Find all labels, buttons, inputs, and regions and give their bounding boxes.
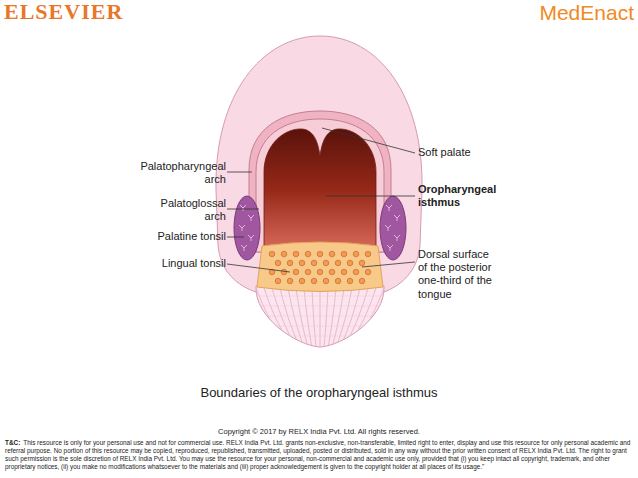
lingual-follicle [281, 269, 287, 275]
lingual-follicle [341, 269, 347, 275]
lingual-follicle [299, 278, 305, 284]
lingual-follicle [281, 251, 287, 257]
tongue-stripe [324, 288, 328, 348]
right-palatine-tonsil [380, 196, 406, 260]
left-palatine-tonsil [234, 196, 260, 260]
lingual-follicle [359, 278, 365, 284]
palatoglossal-arch-shape [256, 119, 384, 252]
part-name: Palatoglossal arch [146, 197, 226, 223]
lingual-follicle [329, 269, 335, 275]
lingual-follicle [287, 260, 293, 266]
lingual-follicle [335, 260, 341, 266]
lingual-follicle [269, 251, 275, 257]
lingual-follicle [305, 251, 311, 257]
part-name: Lingual tonsil [116, 257, 226, 270]
lingual-follicles [269, 251, 371, 284]
figure-caption: Boundaries of the oropharyngeal isthmus [0, 385, 638, 400]
lingual-follicle [311, 260, 317, 266]
tongue-stripe [328, 288, 336, 348]
tongue-stripe [272, 288, 296, 348]
lingual-follicle [275, 260, 281, 266]
soft-palate-shape [216, 36, 422, 292]
brand-logo: MedEnact [500, 1, 634, 24]
leader-line [227, 172, 252, 173]
lingual-follicle [353, 269, 359, 275]
tonsil-crypt [386, 205, 392, 211]
lingual-follicle [335, 278, 341, 284]
tongue-stripe [348, 288, 376, 348]
terms-heading: T&C: [5, 439, 20, 446]
tongue-stripe [304, 288, 312, 348]
part-name: Palatine tonsil [116, 230, 226, 243]
part-name: Soft palate [418, 146, 538, 159]
lingual-follicle [359, 260, 365, 266]
tonsil-crypt [241, 245, 247, 251]
tongue-stripe [240, 336, 400, 337]
tonsil-crypt [394, 235, 400, 241]
tongue-stripe [256, 288, 288, 348]
leader-line [227, 264, 290, 272]
tonsil-crypt [387, 245, 393, 251]
lingual-follicle [365, 269, 371, 275]
lingual-follicle [275, 278, 281, 284]
part-name: Dorsal surface of the posterior one-thir… [418, 248, 498, 301]
palatopharyngeal-arch-shape [249, 111, 391, 252]
tongue-stripe [332, 288, 344, 348]
tonsil-crypt [248, 215, 254, 221]
lingual-follicle [317, 269, 323, 275]
tonsil-crypt [394, 215, 400, 221]
tongue-stripe [240, 316, 400, 317]
lingual-follicle [353, 251, 359, 257]
lingual-follicle [305, 269, 311, 275]
tongue-stripe [240, 296, 400, 297]
leader-line [322, 128, 415, 153]
lingual-follicle [293, 269, 299, 275]
lingual-follicle [323, 260, 329, 266]
tonsil-crypt [248, 235, 254, 241]
tongue-stripe [240, 306, 400, 307]
lingual-follicle [323, 278, 329, 284]
tongue-stripe [352, 288, 384, 348]
part-name: Oropharyngeal isthmus [418, 183, 510, 209]
leader-line [326, 196, 415, 197]
lingual-follicle [365, 251, 371, 257]
tongue-stripe [240, 326, 400, 327]
tongue-stripes [240, 288, 400, 348]
lingual-follicle [293, 251, 299, 257]
lingual-follicle [347, 260, 353, 266]
terms-text: This resource is only for your personal … [5, 439, 630, 470]
terms-block: T&C:This resource is only for your perso… [5, 439, 635, 471]
lingual-follicle [287, 278, 293, 284]
leader-line [227, 237, 244, 238]
lingual-follicle [341, 251, 347, 257]
tongue-stripe [340, 288, 360, 348]
tongue-stripe [320, 288, 321, 348]
lingual-follicle [299, 260, 305, 266]
tongue-shape [256, 286, 384, 347]
publisher-logo: ELSEVIER [4, 0, 204, 24]
tongue-stripe [312, 288, 316, 348]
lingual-follicle [347, 278, 353, 284]
leader-line [227, 209, 259, 210]
copyright-note: Copyright © 2017 by RELX India Pvt. Ltd.… [0, 427, 638, 436]
part-name: Palatopharyngeal arch [130, 160, 226, 186]
tonsil-crypt [239, 225, 245, 231]
tongue-stripe [296, 288, 308, 348]
lingual-follicle [317, 251, 323, 257]
tonsil-crypt [240, 205, 246, 211]
leader-line [362, 262, 415, 267]
lingual-follicle [311, 278, 317, 284]
lingual-follicle [329, 251, 335, 257]
tongue-stripe [288, 288, 304, 348]
tongue-stripe [264, 288, 292, 348]
isthmus-opening [264, 129, 376, 250]
tonsil-crypt [385, 225, 391, 231]
